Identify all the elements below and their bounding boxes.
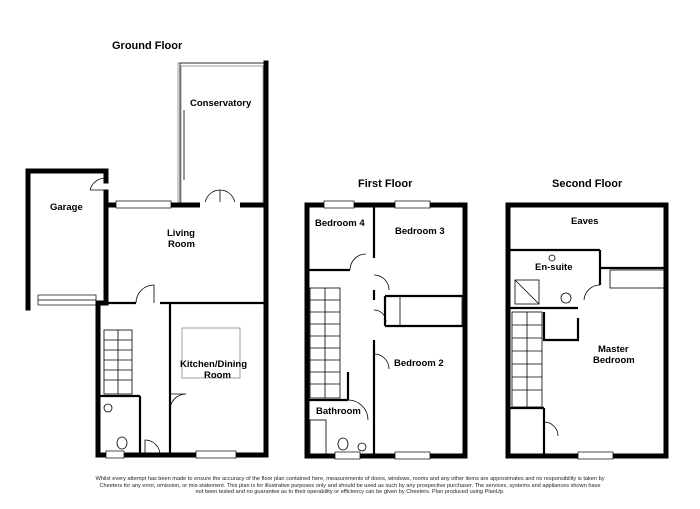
living-room-label-2: Room	[168, 239, 195, 250]
master-bedroom-label-1: Master	[598, 344, 629, 355]
conservatory: Conservatory	[177, 60, 269, 208]
kitchen-door	[169, 393, 187, 411]
second-outer-wall	[505, 202, 669, 459]
garage: Garage	[25, 168, 109, 311]
bedroom4-window	[323, 200, 355, 209]
garage-door-swing	[89, 177, 107, 191]
master-window	[577, 451, 614, 460]
master-bedroom-label-2: Bedroom	[593, 355, 635, 366]
wc-basin	[103, 403, 113, 413]
bedroom2-window	[394, 451, 431, 460]
ensuite-toilet	[560, 292, 572, 304]
first-outer-wall	[304, 202, 468, 459]
ensuite-door	[583, 284, 601, 301]
bedroom2-door	[373, 353, 390, 370]
ground-left-wall	[95, 189, 109, 458]
bathroom-label: Bathroom	[316, 406, 361, 417]
bathroom-basin	[357, 442, 367, 452]
bedroom2-label: Bedroom 2	[394, 358, 444, 369]
cupboard-door	[373, 309, 387, 323]
conservatory-label: Conservatory	[190, 98, 252, 109]
disclaimer-text: Whilst every attempt has been made to en…	[95, 476, 605, 496]
kitchen-window	[195, 450, 237, 459]
bath	[309, 419, 327, 455]
eaves-label: Eaves	[571, 216, 598, 227]
bathroom-toilet	[337, 437, 349, 451]
bathroom-window	[334, 451, 361, 460]
ground-main: Living Room Kitchen/Dining Room	[95, 189, 269, 459]
wc-window	[105, 450, 125, 459]
living-door	[135, 284, 155, 304]
ground-floor-plan: Ground Floor Conservatory Garage	[25, 40, 269, 459]
ground-stairs	[103, 329, 133, 395]
living-window	[115, 200, 172, 209]
second-stairs	[511, 311, 543, 408]
kitchen-worktop	[181, 327, 241, 379]
bedroom3-window	[394, 200, 431, 209]
french-doors-gap	[200, 202, 240, 208]
bathroom-door	[347, 399, 369, 421]
first-stairs	[309, 287, 341, 399]
second-floor-plan: Second Floor Eaves En-suite Master	[505, 178, 669, 460]
kitchen-label-1: Kitchen/Dining	[180, 359, 247, 370]
wardrobe-2	[609, 269, 665, 289]
ensuite-label: En-suite	[535, 262, 572, 273]
front-door	[144, 439, 161, 456]
landing-wall	[542, 312, 580, 342]
living-room-label-1: Living	[167, 228, 195, 239]
bedroom4-label: Bedroom 4	[315, 218, 365, 229]
ground-right-bottom-wall	[95, 202, 269, 458]
ensuite-basin	[548, 254, 556, 262]
wardrobe-1	[399, 295, 463, 327]
garage-outer-wall	[25, 168, 109, 311]
shower	[514, 279, 540, 305]
bedroom3-door	[373, 274, 390, 291]
conservatory-glazing	[177, 62, 267, 207]
shower-diag	[514, 279, 540, 305]
bedroom4-door	[349, 253, 367, 271]
garage-label: Garage	[50, 202, 83, 213]
first-floor-plan: First Floor Bedroom 4 Bedroom 3 Bedroom …	[304, 178, 468, 460]
bedroom3-label: Bedroom 3	[395, 226, 445, 237]
kitchen-label-2: Room	[204, 370, 231, 381]
first-floor-title: First Floor	[358, 178, 413, 190]
wc-toilet	[116, 436, 128, 450]
conservatory-glazing-inner	[180, 65, 264, 204]
cupboard-door-2	[543, 421, 559, 437]
second-floor-title: Second Floor	[552, 178, 623, 190]
ground-floor-title: Ground Floor	[112, 40, 183, 52]
